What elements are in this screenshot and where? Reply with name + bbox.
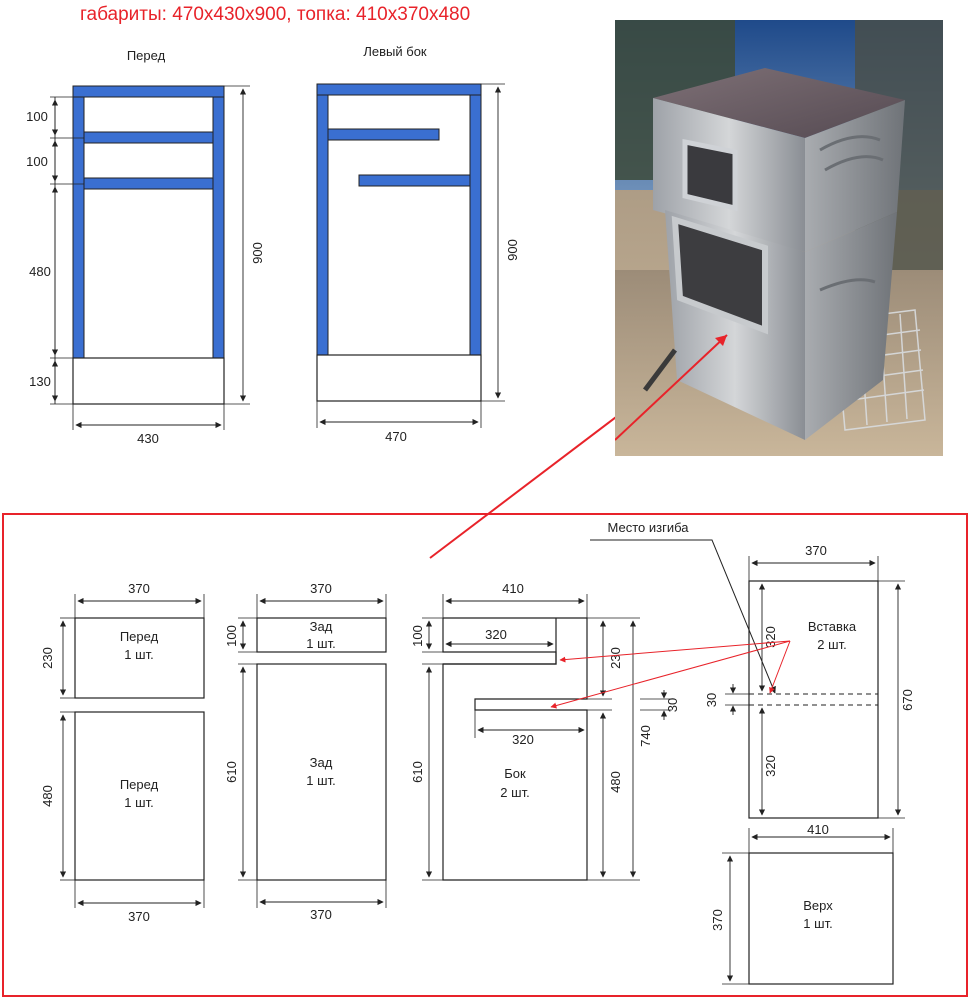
part-front-width-top: 370: [128, 581, 150, 596]
front-base: [72, 357, 225, 405]
part-side-slot2: 320: [512, 732, 534, 747]
side-frame-view: Левый бок 900 470: [316, 44, 520, 444]
part-side-h100: 100: [410, 625, 425, 647]
front-right-post: [212, 85, 225, 359]
part-top-name: Верх: [803, 898, 833, 913]
part-insert-width: 370: [805, 543, 827, 558]
side-upper-shelf: [327, 128, 440, 141]
part-front-bottom-name: Перед: [120, 777, 159, 792]
part-side-h740: 740: [638, 725, 653, 747]
part-insert: Вставка 2 шт. 370 320 320 30 670 Место и…: [590, 520, 915, 819]
part-back-height-100: 100: [224, 625, 239, 647]
part-side-h610: 610: [410, 761, 425, 783]
part-insert-qty: 2 шт.: [817, 637, 846, 652]
part-back-top-qty: 1 шт.: [306, 636, 335, 651]
part-top-width: 410: [807, 822, 829, 837]
part-front: Перед 1 шт. Перед 1 шт. 370 230 480 370: [40, 581, 205, 924]
part-top: Верх 1 шт. 410 370: [710, 822, 894, 985]
stove-photo: [615, 20, 943, 456]
part-insert-bottom: 320: [763, 755, 778, 777]
front-dim-100a: 100: [26, 109, 48, 124]
part-insert-gap: 30: [704, 693, 719, 707]
parts-panel-border: [2, 513, 968, 997]
part-back-width-bottom: 370: [310, 907, 332, 922]
front-dim-130: 130: [29, 374, 51, 389]
side-top-bar: [316, 83, 482, 96]
front-dim-430: 430: [137, 431, 159, 446]
insert-to-slot1-arrow: [559, 640, 791, 663]
part-back-bottom-rect: [256, 663, 387, 881]
side-left-post: [316, 83, 329, 356]
part-front-height-480: 480: [40, 785, 55, 807]
part-side: Бок 2 шт. 410 320 100 610 230 480 740: [410, 581, 680, 881]
part-front-bottom-rect: [74, 711, 205, 881]
part-top-height: 370: [710, 909, 725, 931]
part-back-top-rect: [256, 617, 387, 653]
part-back-top-name: Зад: [310, 619, 333, 634]
part-top-rect: [748, 852, 894, 985]
part-back: Зад 1 шт. Зад 1 шт. 370 100 610 370: [224, 581, 387, 922]
part-insert-rect: [748, 580, 879, 819]
part-side-h30: 30: [665, 698, 680, 712]
bend-place-label: Место изгиба: [608, 520, 690, 535]
part-back-height-610: 610: [224, 761, 239, 783]
side-dim-470: 470: [385, 429, 407, 444]
part-back-bottom-name: Зад: [310, 755, 333, 770]
part-front-width-bottom: 370: [128, 909, 150, 924]
part-side-slot1: 320: [485, 627, 507, 642]
insert-to-bend-arrow: [769, 640, 791, 694]
part-front-top-rect: [74, 617, 205, 699]
part-side-h480: 480: [608, 771, 623, 793]
front-left-post: [72, 85, 85, 359]
part-front-top-name: Перед: [120, 629, 159, 644]
front-middle-bar: [83, 131, 214, 144]
front-top-bar: [72, 85, 225, 98]
part-front-height-230: 230: [40, 647, 55, 669]
part-side-qty: 2 шт.: [500, 785, 529, 800]
side-frame-label: Левый бок: [363, 44, 427, 59]
side-base: [316, 354, 482, 402]
front-frame-view: Перед 100 100 480 130 900 430: [26, 48, 265, 446]
front-lower-bar: [83, 177, 214, 190]
side-lower-shelf: [358, 174, 471, 187]
part-insert-total: 670: [900, 689, 915, 711]
side-right-post: [469, 83, 482, 356]
part-side-h230: 230: [608, 647, 623, 669]
part-back-bottom-qty: 1 шт.: [306, 773, 335, 788]
part-front-top-qty: 1 шт.: [124, 647, 153, 662]
part-side-outline: [442, 617, 588, 881]
front-frame-label: Перед: [127, 48, 166, 63]
part-back-width-top: 370: [310, 581, 332, 596]
part-insert-name: Вставка: [808, 619, 857, 634]
side-dim-900: 900: [505, 239, 520, 261]
page-title: габариты: 470x430x900, топка: 410x370x48…: [80, 4, 471, 25]
part-side-name: Бок: [504, 766, 526, 781]
front-dim-100b: 100: [26, 154, 48, 169]
insert-to-slot2-arrow: [550, 640, 791, 709]
front-dim-480: 480: [29, 264, 51, 279]
bend-place-leader: [590, 539, 776, 694]
front-dim-900: 900: [250, 242, 265, 264]
part-front-bottom-qty: 1 шт.: [124, 795, 153, 810]
part-side-width: 410: [502, 581, 524, 596]
part-top-qty: 1 шт.: [803, 916, 832, 931]
